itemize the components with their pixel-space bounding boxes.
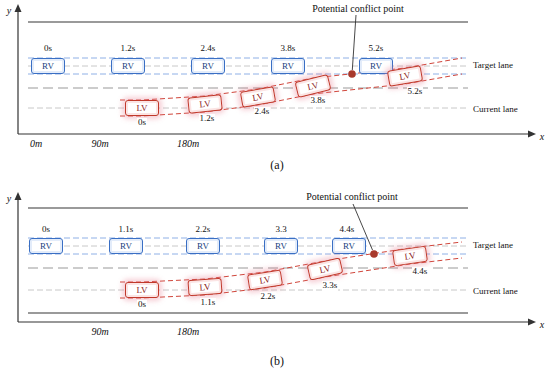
rear-vehicle-box: RV (264, 238, 298, 254)
axis-label: 0m (29, 138, 43, 149)
vehicle-label: RV (42, 62, 54, 71)
panel-label: (b) (269, 355, 285, 368)
vehicle-label: RV (122, 62, 134, 71)
rv-lane-line (28, 238, 468, 239)
time-label: 2.4s (200, 44, 217, 54)
vehicle-label: LV (199, 282, 211, 292)
y-axis (17, 198, 18, 322)
lv-trajectory (120, 58, 462, 100)
time-label: 1.1s (200, 298, 217, 308)
lane-label: Current lane (472, 105, 519, 115)
lv-trajectory (120, 258, 462, 298)
vehicle-label: LV (399, 71, 412, 82)
vehicle-label: RV (275, 242, 287, 251)
vehicle-label: LV (404, 251, 416, 261)
vehicle-label: LV (319, 263, 332, 274)
vehicle-label: RV (197, 242, 209, 251)
time-label: 1.2s (199, 114, 216, 124)
rear-vehicle-box: RV (31, 58, 65, 74)
lane-label: Target lane (472, 61, 514, 71)
time-label: 3.8s (310, 96, 327, 106)
rear-vehicle-box: RV (271, 58, 305, 74)
time-label: 3.8s (280, 44, 297, 54)
rear-vehicle-box: RV (332, 238, 366, 254)
conflict-point (370, 250, 378, 258)
road-edge (28, 312, 468, 314)
time-label: 0s (43, 44, 53, 54)
time-label: 3.3s (322, 281, 339, 291)
time-label: 0s (41, 225, 51, 235)
lane-divider (28, 267, 468, 268)
time-label: 4.4s (339, 225, 356, 235)
vehicle-label: LV (136, 104, 147, 113)
conflict-point (348, 70, 356, 78)
lane-divider (28, 87, 468, 88)
axis-arrowhead (528, 319, 536, 326)
time-label: 2.2s (260, 292, 277, 302)
axis-label: 180m (176, 138, 200, 149)
rv-lane-line (28, 58, 468, 59)
time-label: 2.4s (254, 107, 271, 117)
vehicle-label: RV (202, 62, 214, 71)
lane-changing-vehicle-box: LV (392, 246, 428, 267)
lane-changing-vehicle-box: LV (247, 269, 283, 290)
vehicle-label: LV (306, 80, 319, 91)
lane-center (28, 66, 468, 67)
time-label: 2.2s (195, 225, 212, 235)
axis-label: 180m (176, 326, 200, 337)
callout-text: Potential conflict point (305, 191, 399, 202)
leader-line (352, 15, 356, 70)
time-label: 5.2s (368, 44, 385, 54)
lane-changing-vehicle-box: LV (187, 278, 222, 296)
rear-vehicle-box: RV (191, 58, 225, 74)
y-axis (17, 10, 18, 134)
lane-changing-vehicle-box: LV (125, 100, 159, 116)
rear-vehicle-box: RV (111, 58, 145, 74)
rear-vehicle-box: RV (109, 238, 143, 254)
vehicle-label: LV (199, 99, 211, 109)
time-label: 0s (137, 118, 147, 128)
callout-text: Potential conflict point (311, 3, 405, 14)
axis-label: y (6, 5, 12, 16)
time-label: 5.2s (407, 87, 424, 97)
time-label: 1.2s (120, 44, 137, 54)
vehicle-label: RV (282, 62, 294, 71)
time-label: 3.3 (274, 225, 287, 235)
axis-arrowhead (528, 131, 536, 138)
lane-changing-vehicle-box: LV (125, 282, 159, 298)
panel-label: (a) (269, 159, 284, 172)
axis-label: x (539, 131, 545, 142)
axis-arrowhead (15, 4, 22, 12)
lane-changing-vehicle-box: LV (240, 86, 276, 108)
axis-label: y (6, 193, 12, 204)
axis-label: 90m (90, 326, 109, 337)
vehicle-label: LV (136, 286, 147, 295)
lane-center (28, 108, 468, 109)
time-label: 1.1s (118, 225, 135, 235)
panel-a-road (15, 4, 537, 138)
lane-label: Target lane (472, 241, 514, 251)
x-axis (18, 321, 530, 322)
vehicle-label: RV (40, 242, 52, 251)
vehicle-label: LV (259, 275, 271, 286)
rear-vehicle-box: RV (186, 238, 220, 254)
x-axis (18, 133, 530, 134)
vehicle-label: LV (252, 92, 265, 103)
time-label: 4.4s (412, 267, 429, 277)
axis-arrowhead (15, 192, 22, 200)
axis-label: 90m (90, 138, 109, 149)
road-edge (28, 21, 468, 23)
lane-changing-vehicle-box: LV (307, 257, 344, 280)
lane-center (28, 246, 468, 247)
lane-label: Current lane (472, 287, 519, 297)
time-label: 0s (137, 300, 147, 310)
vehicle-label: RV (343, 242, 355, 251)
axis-label: x (539, 319, 545, 330)
rear-vehicle-box: RV (29, 238, 63, 254)
panel-b-road (15, 192, 537, 326)
road-edge (28, 207, 468, 209)
vehicle-label: RV (120, 242, 132, 251)
vehicle-label: RV (370, 62, 382, 71)
